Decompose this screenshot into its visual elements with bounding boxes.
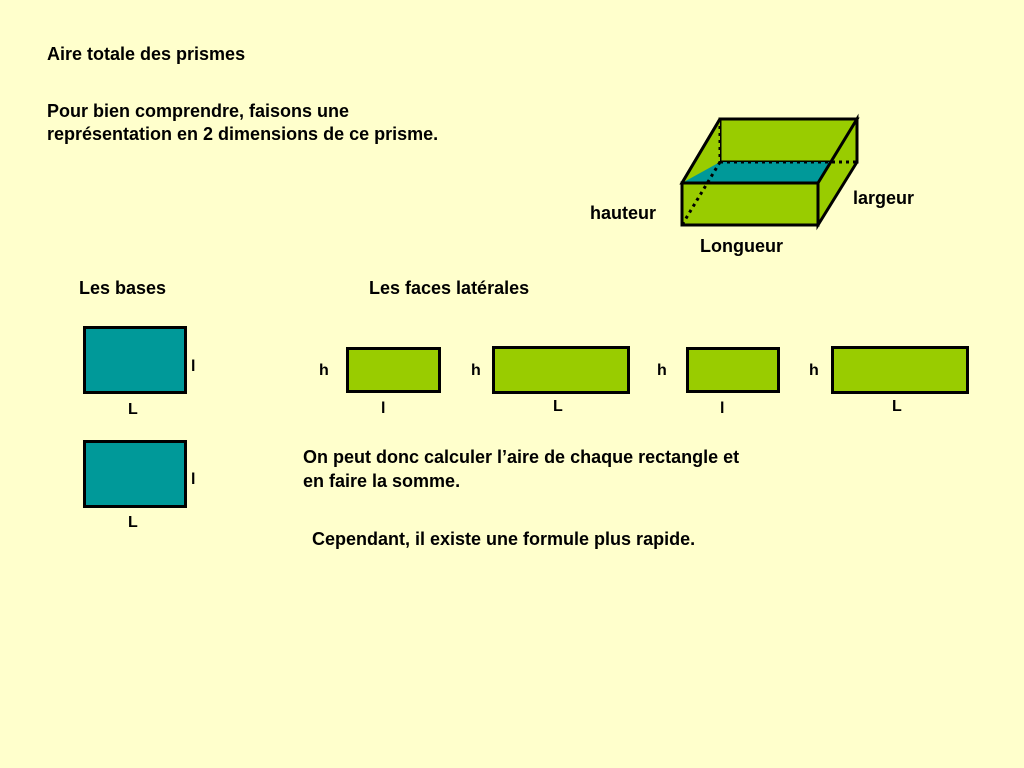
- base-bottom-label: L: [128, 401, 138, 418]
- face-side-label: h: [471, 362, 481, 379]
- face-bottom-label: l: [720, 400, 725, 417]
- face-side-label: h: [319, 362, 329, 379]
- prism-label-largeur: largeur: [853, 188, 915, 208]
- lateral-face-rectangle: [831, 346, 969, 394]
- slide-title: Aire totale des prismes: [47, 44, 246, 64]
- intro-line-1: Pour bien comprendre, faisons une: [47, 101, 350, 121]
- prism-front-face: [680, 181, 820, 227]
- lateral-face-rectangle: [686, 347, 780, 393]
- lateral-face-rectangle: [492, 346, 630, 394]
- base-rectangle: [83, 326, 187, 394]
- face-side-label: h: [809, 362, 819, 379]
- face-bottom-label: L: [892, 398, 902, 415]
- prism-label-longueur: Longueur: [700, 236, 783, 256]
- base-rectangle: [83, 440, 187, 508]
- intro-line-2: représentation en 2 dimensions de ce pri…: [47, 124, 439, 144]
- face-bottom-label: l: [381, 400, 386, 417]
- conclusion-line-1: On peut donc calculer l’aire de chaque r…: [303, 447, 740, 467]
- base-side-label: l: [191, 471, 196, 488]
- face-bottom-label: L: [553, 398, 563, 415]
- bases-heading: Les bases: [79, 278, 167, 298]
- face-side-label: h: [657, 362, 667, 379]
- prism-hidden-edge: [680, 161, 722, 226]
- base-bottom-label: L: [128, 514, 138, 531]
- base-side-label: l: [191, 358, 196, 375]
- prism-label-hauteur: hauteur: [590, 203, 657, 223]
- note-text: Cependant, il existe une formule plus ra…: [312, 529, 696, 549]
- prism-inner-floor: [682, 162, 857, 183]
- lateral-face-rectangle: [346, 347, 441, 393]
- lateral-faces-heading: Les faces latérales: [369, 278, 530, 298]
- conclusion-line-2: en faire la somme.: [303, 471, 461, 491]
